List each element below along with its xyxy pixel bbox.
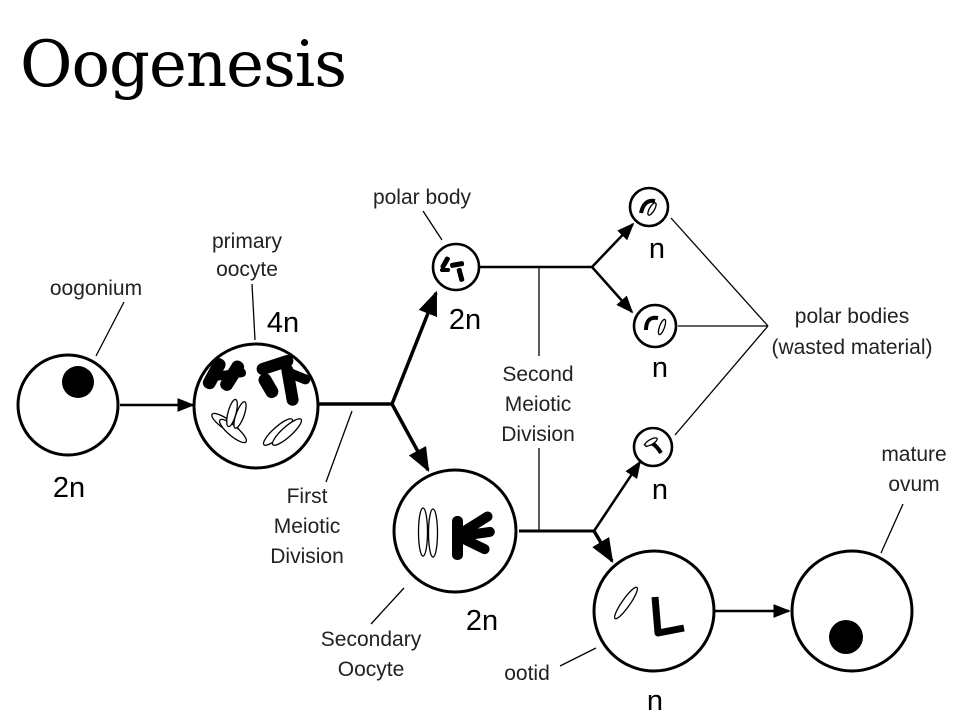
page-title: Oogenesis <box>20 28 347 102</box>
label-oogonium: oogonium <box>50 277 142 300</box>
ootid-cell <box>592 549 716 673</box>
mature-ovum-nucleus <box>829 620 863 654</box>
arrow-to-polar-body <box>390 290 438 405</box>
label-primary-oocyte-line1: primary <box>212 230 283 253</box>
leader-ootid <box>559 647 597 667</box>
leader-lines <box>95 210 904 667</box>
arrow-to-ootid <box>592 530 614 564</box>
label-mature-ovum-line1: mature <box>881 443 946 466</box>
label-polar-bodies-line2: (wasted material) <box>771 336 932 359</box>
oogonium-nucleus <box>62 366 94 398</box>
leader-polar-body <box>422 210 443 241</box>
polar-body-first-cell <box>431 242 481 292</box>
leader-mature-ovum <box>880 503 904 554</box>
arrow-to-polar-body-c <box>592 460 642 532</box>
leader-primary-oocyte <box>251 283 256 341</box>
ploidy-ootid: n <box>647 685 663 717</box>
label-second-meiotic-line3: Division <box>501 423 575 446</box>
ploidy-oogonium: 2n <box>53 472 85 504</box>
ploidy-polar-body-b: n <box>652 352 668 384</box>
ploidy-labels: 2n 4n 2n n n n 2n n <box>53 233 668 717</box>
label-secondary-oocyte-line2: Oocyte <box>338 658 405 681</box>
leader-oogonium <box>95 301 125 357</box>
label-mature-ovum-line2: ovum <box>888 473 939 496</box>
ploidy-polar-body-first: 2n <box>449 304 481 336</box>
mature-ovum-cell <box>790 549 914 673</box>
arrow-to-secondary-oocyte <box>390 403 430 473</box>
labels: oogonium primary oocyte polar body polar… <box>50 186 947 685</box>
ploidy-polar-body-c: n <box>652 474 668 506</box>
polar-body-b-cell <box>632 303 678 349</box>
label-ootid: ootid <box>504 662 550 685</box>
connector-lines <box>120 222 791 618</box>
ploidy-primary-oocyte: 4n <box>267 307 299 339</box>
label-polar-body: polar body <box>373 186 472 209</box>
arrow-to-polar-body-b <box>591 266 634 314</box>
primary-oocyte-chromosomes <box>202 354 311 446</box>
label-secondary-oocyte-line1: Secondary <box>321 628 422 651</box>
secondary-oocyte-cell <box>392 468 518 594</box>
ploidy-secondary-oocyte: 2n <box>466 605 498 637</box>
label-second-meiotic-line1: Second <box>502 363 573 386</box>
label-first-meiotic-line2: Meiotic <box>274 515 341 538</box>
leader-secondary-oocyte <box>370 587 405 625</box>
polar-body-a-cell <box>628 186 670 228</box>
label-polar-bodies-line1: polar bodies <box>795 305 909 328</box>
label-first-meiotic-line3: Division <box>270 545 344 568</box>
oogonium-cell <box>16 353 120 457</box>
polar-body-c-cell <box>632 426 674 468</box>
label-first-meiotic-line1: First <box>287 485 328 508</box>
leader-first-meiotic <box>325 410 353 483</box>
label-second-meiotic-line2: Meiotic <box>505 393 572 416</box>
leader-polar-bodies-c <box>674 325 769 436</box>
ploidy-polar-body-a: n <box>649 233 665 265</box>
label-primary-oocyte-line2: oocyte <box>216 258 278 281</box>
leader-polar-bodies-a <box>670 217 769 327</box>
primary-oocyte-cell <box>192 342 320 470</box>
arrow-to-polar-body-a <box>591 222 635 268</box>
